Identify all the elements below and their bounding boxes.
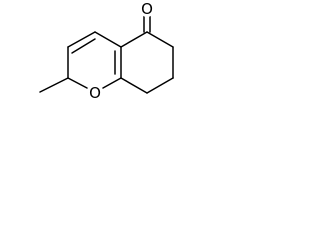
bond-c4a-oring	[102, 77, 122, 89]
bonds	[39, 14, 174, 94]
bond-c7-c8	[146, 77, 174, 94]
chemical-structure: O O	[39, 0, 174, 102]
bond-c2sp3-methyl	[39, 77, 69, 93]
bond-oring-c2sp3	[67, 77, 88, 89]
bond-c8a-c5	[120, 31, 148, 48]
carbonyl-oxygen-bg	[139, 1, 155, 17]
bond-c1-c2-double	[71, 38, 96, 54]
bond-c2-c8a	[94, 31, 122, 48]
ring-oxygen-bg	[87, 85, 103, 101]
carbonyl-oxygen-label: O	[141, 0, 153, 18]
ring-oxygen-label: O	[89, 84, 101, 102]
bond-c1-c2	[67, 31, 96, 48]
bond-c5-c6	[146, 31, 174, 48]
atom-labels: O O	[87, 0, 155, 102]
bond-c8-c4a	[120, 77, 148, 94]
